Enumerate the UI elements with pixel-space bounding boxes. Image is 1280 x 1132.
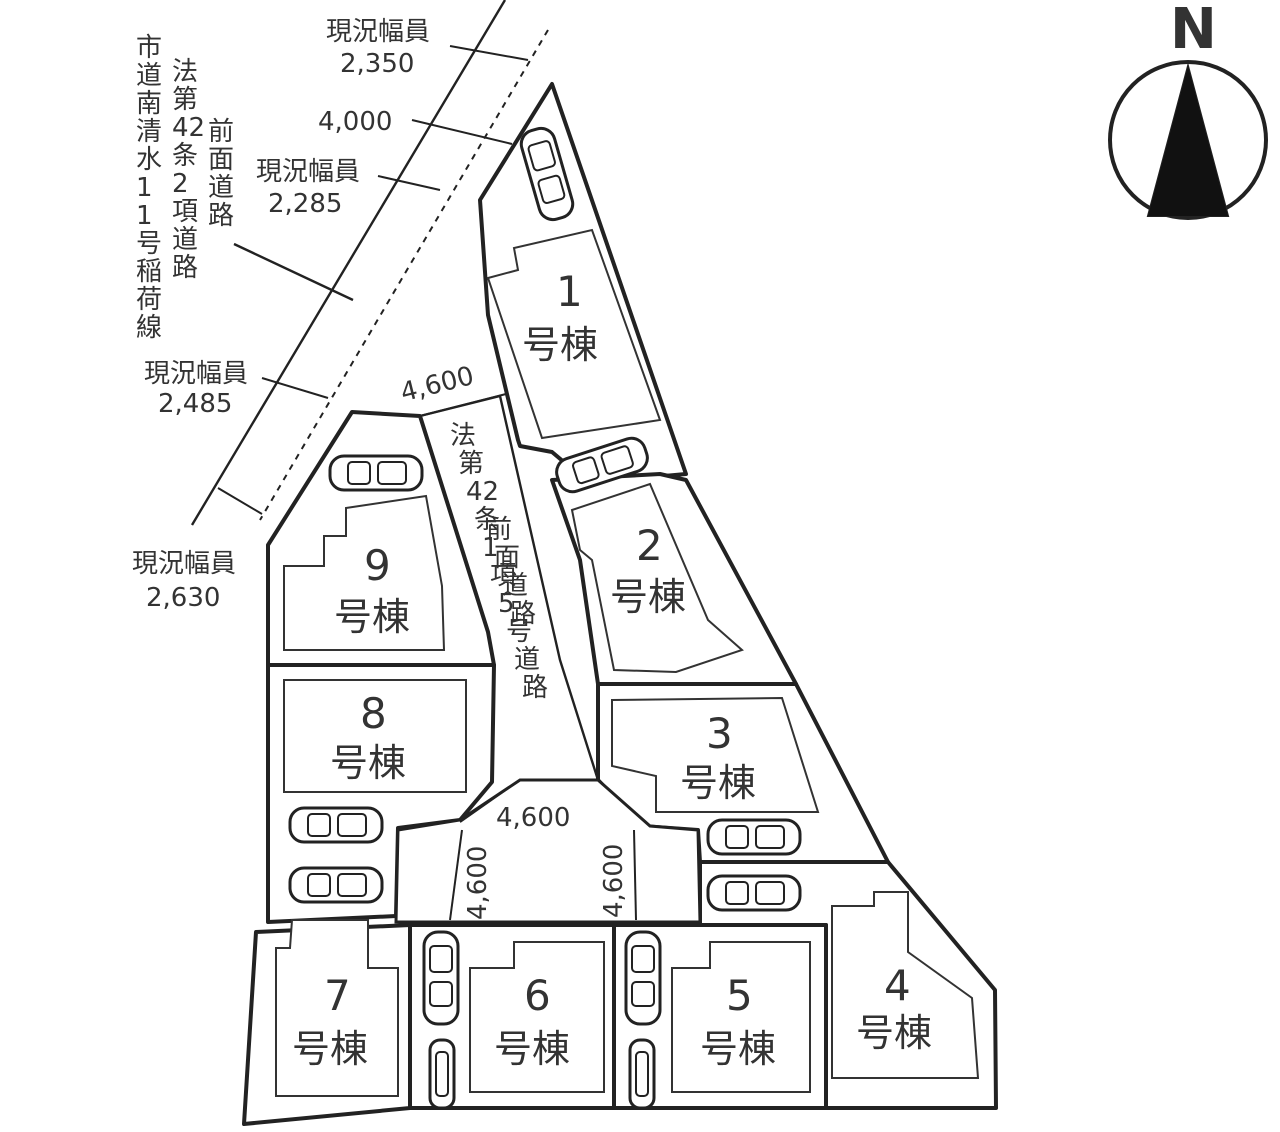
private-road-name-char: 条 [474,505,500,535]
city-road-name-char: 前 [208,117,234,147]
lot-4-suffix: 号棟 [856,1011,932,1055]
private-road-name-char: 項 [490,561,516,591]
parking-car-icon [288,806,384,844]
private-road-name-char: 42 [466,477,499,507]
city-road-name-char: 線 [136,313,162,343]
lot-1-suffix: 号棟 [522,323,598,367]
private-road-name-char: 路 [510,599,536,629]
dimension-labels: 現況幅員 2,350 4,000 現況幅員 2,285 現況幅員 2,485 現… [132,17,629,920]
width-3-label: 現況幅員 [256,157,360,187]
building-7 [275,919,399,1097]
city-road-name-char: 南 [136,89,162,119]
parking-car-icon [422,930,460,1026]
city-road-name-char: 法 [172,57,198,87]
city-road-name-char: 号 [136,229,162,259]
lot-9-number: 9 [364,541,391,590]
lot-6-suffix: 号棟 [494,1027,570,1071]
private-road-name-char: 前 [486,515,512,545]
private-road-name-char: 道 [502,571,528,601]
private-road-name-char: 道 [514,645,540,675]
city-road-name-char: 第 [172,85,198,115]
north-label: N [1170,0,1217,62]
city-road-name-char: 道 [172,225,198,255]
road-width-top: 4,600 [398,361,477,408]
lot-3-suffix: 号棟 [680,761,756,805]
city-road [190,0,549,526]
city-road-name-char: 荷 [136,285,162,315]
city-road-name-char: 条 [172,141,198,171]
city-road-name-char: 清 [136,117,162,147]
city-road-name-char: 1 [136,173,153,203]
width-4-label: 現況幅員 [144,359,248,389]
city-road-name-char: 路 [172,253,198,283]
road-width-right: 4,600 [599,844,629,918]
lot-1-number: 1 [556,267,583,316]
lot-7-number: 7 [324,971,351,1020]
private-road-name-char: 号 [506,617,532,647]
parking-bike-icon [628,1038,656,1110]
parking-car-icon [624,930,662,1026]
parking-car-icon [328,454,424,492]
private-road-name-char: 1 [482,533,499,563]
lot-6-number: 6 [524,971,551,1020]
city-road-name-char: 水 [136,145,162,175]
road-width-left: 4,600 [463,846,493,920]
private-road-name-char: 法 [450,421,476,451]
road-width-mid: 4,600 [496,803,570,833]
building-3 [611,696,820,813]
city-road-name-char: 道 [208,173,234,203]
width-3-value: 2,285 [268,189,342,219]
lot-4-number: 4 [884,961,911,1010]
lot-2-suffix: 号棟 [610,575,686,619]
lot-2-number: 2 [636,521,663,570]
parking-car-icon [706,818,802,856]
width-5-label: 現況幅員 [132,549,236,579]
private-road-name-char: 面 [494,543,520,573]
building-8 [283,679,467,793]
lot-8-number: 8 [360,689,387,738]
city-road-name-char: 2 [172,169,189,199]
lot-8-suffix: 号棟 [330,741,406,785]
north-arrow-icon [1108,60,1268,220]
building-1 [486,228,662,440]
city-road-name-char: 面 [208,145,234,175]
private-road-name-char: 5 [498,589,515,619]
city-road-name-char: 道 [136,61,162,91]
lot-5-number: 5 [726,971,753,1020]
building-6 [469,941,605,1093]
city-road-name-char: 市 [136,33,162,63]
building-5 [671,941,811,1093]
city-road-name-char: 42 [172,113,205,143]
private-road [394,394,702,924]
building-2 [570,482,744,674]
lot-9-suffix: 号棟 [334,595,410,639]
private-road-name-char: 第 [458,449,484,479]
building-4 [831,891,980,1079]
city-road-name-char: 1 [136,201,153,231]
lot-labels: 1 号棟 2 号棟 3 号棟 4 号棟 5 号棟 6 号棟 7 号棟 8 号棟 … [292,267,932,1071]
city-road-name-char: 稲 [136,257,162,287]
lot-7-suffix: 号棟 [292,1027,368,1071]
parking-bike-icon [428,1038,456,1110]
width-5-value: 2,630 [146,583,220,613]
city-road-name-char: 路 [208,201,234,231]
width-4-value: 2,485 [158,389,232,419]
parking-car-icon [706,874,802,912]
building-9 [283,494,446,651]
width-1-value: 2,350 [340,49,414,79]
lot-3-number: 3 [706,709,733,758]
parking-car-icon [288,866,384,904]
dimension-lines [217,45,637,921]
lot-5-suffix: 号棟 [700,1027,776,1071]
private-road-name-char: 路 [522,673,548,703]
width-1-label: 現況幅員 [326,17,430,47]
width-2-value: 4,000 [318,107,392,137]
city-road-name-char: 項 [172,197,198,227]
